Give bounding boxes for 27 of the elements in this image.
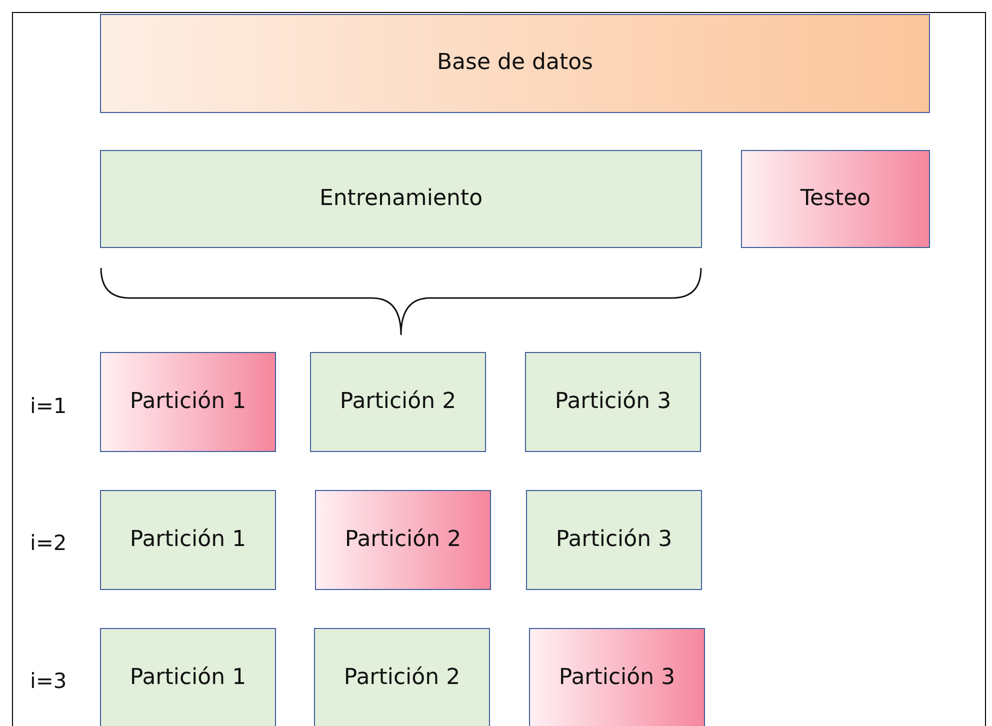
box-label: Partición 2 (340, 388, 456, 416)
box-label: Base de datos (436, 49, 594, 78)
box-label: Testeo (800, 184, 871, 213)
partition-box (310, 352, 486, 452)
partition-box (100, 628, 276, 726)
box-label: Partición 1 (130, 388, 246, 416)
partition-box (314, 628, 490, 726)
partition-box (100, 490, 276, 590)
box-label: Partición 1 (130, 664, 246, 692)
partition-box (100, 352, 276, 452)
box-label: Entrenamiento (319, 184, 483, 213)
partition-box (315, 490, 491, 590)
training-box (100, 150, 702, 248)
partition-box (525, 352, 701, 452)
partition-box (526, 490, 702, 590)
box-label: Partición 1 (130, 526, 246, 554)
database-bar (100, 14, 930, 113)
box-label: Partición 2 (344, 664, 460, 692)
box-label: Partición 3 (558, 664, 676, 692)
box-label: Partición 3 (556, 526, 672, 554)
box-label: Partición 2 (344, 526, 462, 554)
iteration-label: i=3 (30, 669, 67, 693)
iteration-label: i=2 (30, 531, 67, 555)
iteration-label: i=1 (30, 394, 67, 418)
test-box (741, 150, 930, 248)
partition-box (529, 628, 705, 726)
box-label: Partición 3 (554, 388, 672, 416)
